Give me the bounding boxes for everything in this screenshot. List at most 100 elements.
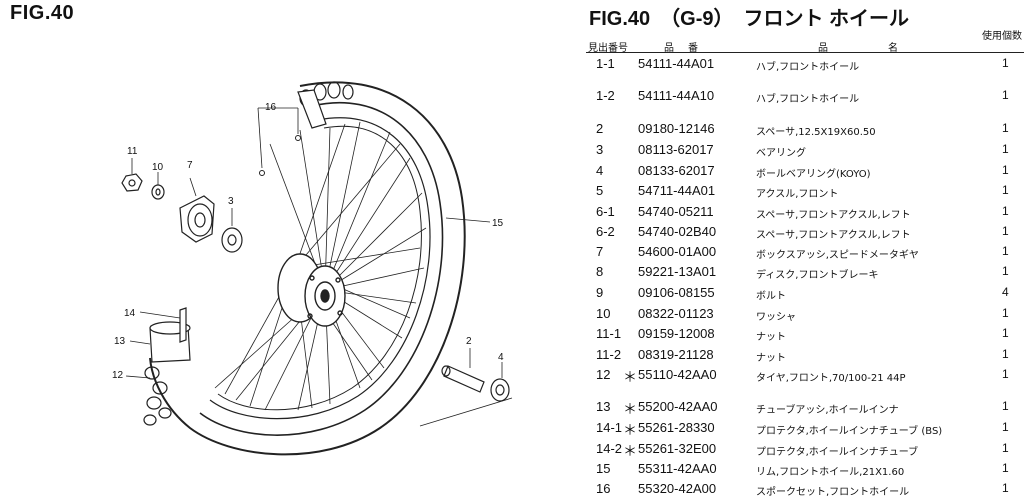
callout-14: 14 [124,308,136,319]
part-number: 08319-21128 [638,347,714,362]
part-description: ボールベアリング(KOYO) [756,169,871,180]
part-description: ボックスアッシ,スピードメータギヤ [756,250,919,261]
revision-mark: ＊ [623,444,637,460]
part-number: 08322-01123 [638,306,714,321]
quantity: 1 [1002,224,1009,238]
ref-number: 12 [596,367,611,382]
column-header-description: 品名 [818,43,958,54]
part-description: スペーサ,フロントアクスル,レフト [756,210,911,221]
quantity: 1 [1002,264,1009,278]
ref-number: 14-2 [596,441,623,456]
column-header-part-no: 品番 [664,43,712,54]
nut-11 [121,173,143,192]
ref-number: 9 [596,285,604,300]
spacer-2 [441,348,485,393]
callout-3: 3 [228,196,234,207]
part-description: ボルト [756,291,786,302]
part-description: プロテクタ,ホイールインナチューブ [756,447,919,458]
quantity: 1 [1002,244,1009,258]
part-number: 55261-28330 [638,420,715,435]
quantity: 1 [1002,204,1009,218]
part-description: プロテクタ,ホイールインナチューブ (BS) [756,426,943,437]
callout-7: 7 [187,160,193,171]
ref-number: 3 [596,142,604,157]
part-number: 55261-32E00 [638,441,717,456]
part-number: 08133-62017 [638,163,715,178]
fig-number: FIG.40 [589,8,651,30]
part-number: 54740-02B40 [638,224,717,239]
table-row: 4 08133-62017 ボールベアリング(KOYO) 1 [586,163,1024,181]
callout-12: 12 [112,370,124,381]
quantity: 1 [1002,481,1009,495]
page-title: FIG.40 （G-9） フロント ホイール [589,2,919,31]
ref-number: 1-1 [596,56,615,71]
table-row: 10 08322-01123 ワッシャ 1 [586,306,1024,324]
ref-number: 11-1 [596,326,622,341]
quantity: 1 [1002,142,1009,156]
bearing-4 [490,362,510,402]
part-number: 54600-01A00 [638,244,717,259]
ref-number: 8 [596,264,604,279]
quantity: 1 [1002,367,1009,381]
part-number: 54740-05211 [638,204,714,219]
ref-number: 13 [596,399,611,414]
callout-13: 13 [114,336,126,347]
rim [209,117,431,420]
spoke-leader [257,107,263,169]
part-description: アクスル,フロント [756,189,839,200]
part-description: ディスク,フロントブレーキ [756,270,879,281]
section-title: フロント ホイール [743,8,910,30]
quantity: 1 [1002,420,1009,434]
wheel-exploded-diagram: 11 10 7 3 16 15 14 13 12 2 4 [112,81,513,456]
header-divider [586,52,1024,53]
quantity: 1 [1002,183,1009,197]
ref-number: 10 [596,306,611,321]
quantity: 1 [1002,56,1009,70]
table-row: 6-1 54740-05211 スペーサ,フロントアクスル,レフト 1 [586,204,1024,222]
part-number: 54111-44A01 [638,56,715,71]
revision-mark: ＊ [623,423,637,439]
ref-number: 14-1 [596,420,623,435]
part-number: 09159-12008 [638,326,715,341]
table-row: 1-1 54111-44A01 ハブ,フロントホイール 1 [586,56,1024,74]
part-description: チューブアッシ,ホイールインナ [756,405,899,416]
part-description: ナット [756,332,786,343]
part-number: 59221-13A01 [638,264,717,279]
part-description: タイヤ,フロント,70/100-21 44P [756,373,906,384]
wheel-assembly [143,81,466,456]
callout-11: 11 [127,146,138,157]
part-description: スペーサ,12.5X19X60.50 [756,127,876,138]
group-code: （G-9） [660,8,734,30]
callout-16: 16 [265,102,277,113]
column-header-ref-no: 見出番号 [588,43,628,54]
part-description: スペーサ,フロントアクスル,レフト [756,230,911,241]
part-number: 09180-12146 [638,121,715,136]
protector-14 [179,307,187,343]
quantity: 1 [1002,441,1009,455]
part-number: 55320-42A00 [638,481,717,496]
quantity: 1 [1002,326,1009,340]
part-description: ワッシャ [756,312,796,323]
ref-number: 5 [596,183,604,198]
quantity: 1 [1002,306,1009,320]
quantity: 1 [1002,163,1009,177]
part-description: ハブ,フロントホイール [756,62,860,73]
part-number: 55200-42AA0 [638,399,718,414]
part-description: リム,フロントホイール,21X1.60 [756,467,905,478]
quantity: 1 [1002,121,1009,135]
ref-number: 6-1 [596,204,615,219]
quantity: 1 [1002,88,1009,102]
ref-number: 4 [596,163,604,178]
part-description: ナット [756,353,786,364]
